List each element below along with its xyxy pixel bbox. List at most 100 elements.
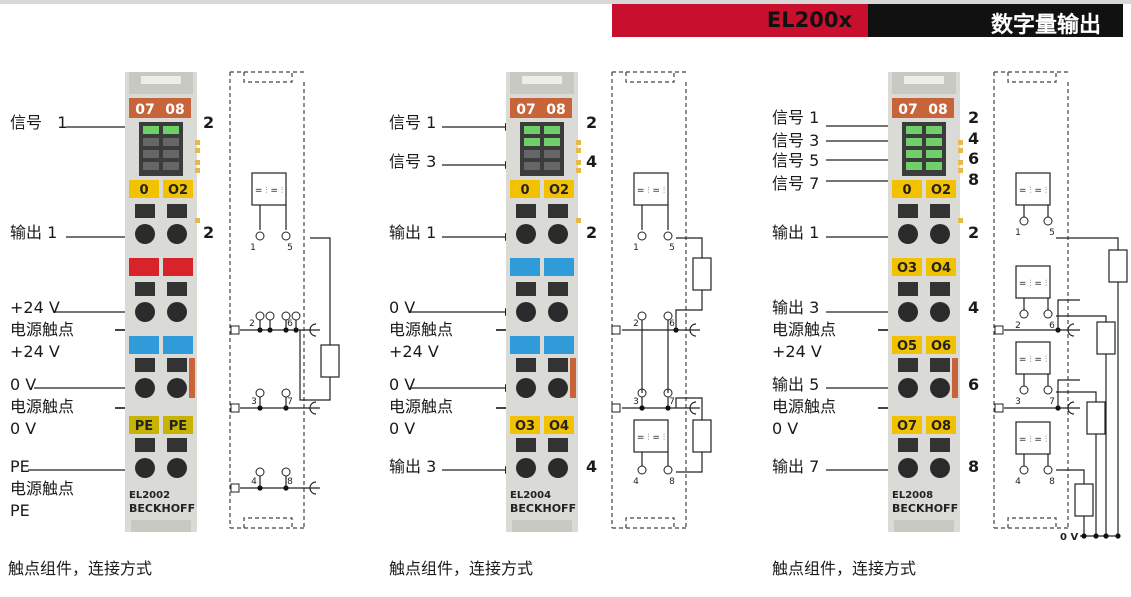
status-led	[906, 150, 922, 158]
dashed-outline	[1007, 72, 1057, 83]
side-contact	[195, 140, 200, 145]
contact-tag	[544, 180, 574, 198]
dashed-outline	[1007, 517, 1057, 528]
status-led	[524, 138, 540, 146]
contact-tag-text: O2	[931, 183, 951, 198]
wire-entry	[548, 378, 568, 398]
terminal-point	[1043, 385, 1053, 395]
status-led	[163, 162, 179, 170]
terminal-point	[1019, 465, 1029, 475]
status-led	[163, 126, 179, 134]
contact-tag	[163, 336, 193, 354]
junction-dot	[1081, 533, 1087, 539]
optocoupler-box	[1015, 172, 1051, 206]
label-signal: 信号 1	[10, 113, 68, 132]
number: 4	[586, 457, 598, 476]
label-output-7: 输出 7	[772, 457, 820, 476]
optocoupler-symbol: = ⫶ = ⫶	[1019, 434, 1047, 445]
wire-entry	[898, 458, 918, 478]
number: 4	[968, 129, 980, 148]
terminal-number: 8	[287, 477, 293, 487]
side-contact	[958, 168, 963, 173]
number: 2	[203, 223, 215, 242]
contact-tag	[129, 258, 159, 276]
wire-entry	[167, 458, 187, 478]
label-signal-3: 信号 3	[772, 131, 820, 150]
optocoupler-box	[251, 172, 287, 206]
contact-symbol	[1067, 401, 1075, 415]
wire-entry	[930, 224, 950, 244]
load-resistor	[692, 419, 712, 453]
contact-symbol	[689, 323, 697, 337]
spring-release	[135, 358, 155, 372]
contact-tag-text: O4	[549, 419, 569, 434]
fuse-indicator	[189, 358, 195, 398]
spring-release	[898, 204, 918, 218]
status-led	[163, 138, 179, 146]
contact-tag	[926, 180, 956, 198]
contact-symbol	[309, 401, 317, 415]
brand-logo-text: BECKHOFF	[129, 502, 195, 515]
status-led	[143, 138, 159, 146]
wire-entry	[930, 378, 950, 398]
contact-tag-text: O4	[931, 261, 951, 276]
spring-release	[516, 438, 536, 452]
spring-release	[548, 438, 568, 452]
contact-tag	[129, 336, 159, 354]
terminal-point	[1019, 216, 1029, 226]
side-contact	[576, 168, 581, 173]
load-resistor	[692, 257, 712, 291]
contact-tag-text: 0	[902, 183, 911, 198]
spring-release	[898, 438, 918, 452]
caption: 触点组件，连接方式	[772, 559, 917, 578]
pe-terminal	[994, 325, 1004, 335]
contact-tag	[892, 258, 922, 276]
optocoupler-box	[633, 172, 669, 206]
optocoupler-box	[1015, 421, 1051, 455]
status-led	[544, 126, 560, 134]
load-resistor	[1086, 401, 1106, 435]
spring-release	[516, 204, 536, 218]
contact-tag-text: O5	[897, 339, 917, 354]
side-contact	[958, 140, 963, 145]
side-contact	[958, 148, 963, 153]
module-label: EL2004	[510, 490, 551, 501]
label-power-contact-2: 电源触点	[772, 397, 837, 416]
header-tag-text: 08	[546, 102, 565, 118]
status-led	[926, 138, 942, 146]
contact-tag	[926, 416, 956, 434]
wire-entry	[548, 458, 568, 478]
label-output-3: 输出 3	[772, 298, 820, 317]
status-led	[544, 138, 560, 146]
terminal-number: 2	[1015, 321, 1021, 331]
spring-release	[167, 438, 187, 452]
number: 2	[968, 108, 980, 127]
optocoupler-symbol: = ⫶ = ⫶	[1019, 185, 1047, 196]
header-tag	[892, 98, 954, 118]
side-contact	[958, 218, 963, 223]
label-plus24v: +24 V	[389, 342, 439, 361]
label-power-contact-2: 电源触点	[389, 397, 454, 416]
status-led	[906, 162, 922, 170]
label-output-1: 输出 1	[772, 223, 820, 242]
terminal-point	[637, 231, 647, 241]
terminal-point	[255, 311, 265, 321]
caption: 触点组件，连接方式	[8, 559, 153, 578]
status-led	[163, 150, 179, 158]
terminal-point	[265, 311, 275, 321]
title-banner: 数字量输出	[868, 4, 1123, 38]
contact-tag-text: O2	[549, 183, 569, 198]
status-led	[524, 150, 540, 158]
module-label: EL2008	[892, 490, 933, 501]
spring-release	[516, 358, 536, 372]
terminal-number: 4	[251, 477, 257, 487]
label-signal-1: 信号 1	[389, 113, 437, 132]
pe-terminal	[230, 483, 240, 493]
side-contact	[195, 160, 200, 165]
terminal-number: 5	[287, 243, 293, 253]
side-contact	[958, 160, 963, 165]
side-contact	[195, 168, 200, 173]
status-led	[143, 150, 159, 158]
wire-entry	[548, 302, 568, 322]
side-contact	[576, 140, 581, 145]
